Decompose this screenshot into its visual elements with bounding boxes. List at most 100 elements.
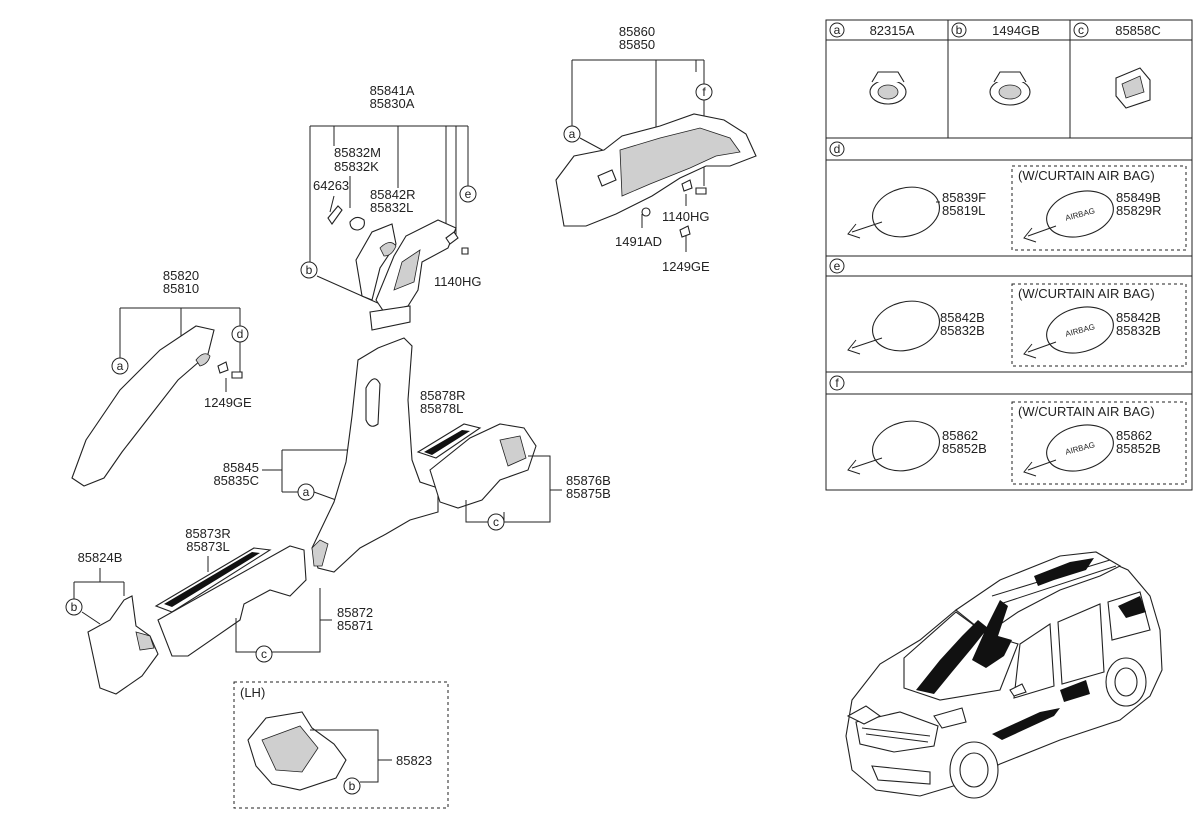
lh-label: (LH) — [240, 685, 265, 700]
front-scuff-group: 85873R 85873L 85872 85871 c — [154, 526, 373, 663]
b-pillar-upper-trim-group: 85841A 85830A 85832M 85832K 64263 85842R… — [300, 83, 481, 331]
part-number-85841A: 85841A — [370, 83, 415, 98]
leader-a-center — [313, 491, 337, 501]
arrow-f — [847, 457, 883, 475]
part-number-85878R: 85878R — [420, 388, 466, 403]
leader-lines-quarter — [571, 59, 705, 132]
legend-letter-c: c — [1078, 23, 1084, 37]
callout-circle-c-rear — [487, 513, 505, 531]
part-number-85850: 85850 — [619, 37, 655, 52]
pillar-cap-e-drawing — [872, 300, 940, 352]
part-number-85835C: 85835C — [213, 473, 259, 488]
vehicle-rear-wheel-rim — [1114, 667, 1138, 697]
highlight-a-pillar — [916, 620, 988, 694]
pillar-cap-f-drawing — [872, 420, 940, 472]
part-number-85873L: 85873L — [186, 539, 229, 554]
callout-letter-d: d — [237, 327, 244, 341]
callout-letter-e: e — [465, 187, 472, 201]
part-number-85878L: 85878L — [420, 401, 463, 416]
part-number-1249GE-quarter: 1249GE — [662, 259, 710, 274]
airbag-cap-d-drawing — [1046, 190, 1114, 238]
airbag-title-f: (W/CURTAIN AIR BAG) — [1018, 404, 1155, 419]
legend-circle-a — [829, 22, 845, 38]
cowl-side-trim-group: 85824B b — [65, 550, 159, 695]
callout-circle-b-cowl — [65, 598, 83, 616]
clip-85832m — [349, 216, 365, 231]
legend-letter-e: e — [834, 259, 841, 273]
part-number-1140HG-quarter: 1140HG — [662, 209, 709, 224]
legend-part-85849B: 85849B — [1116, 190, 1161, 205]
legend-part-85842B: 85842B — [940, 310, 985, 325]
leader-lines-small — [329, 176, 351, 213]
callout-circle-a-pillar — [111, 357, 129, 375]
clip-85858C-drawing — [1115, 67, 1151, 109]
center-pillar-lower-group: 85845 85835C a — [213, 337, 439, 573]
callout-letter-c-front: c — [261, 647, 267, 661]
screw-1140HG-upper — [445, 231, 459, 245]
callout-letter-b: b — [306, 263, 313, 277]
part-number-85830A: 85830A — [370, 96, 415, 111]
part-number-1249GE-a-pillar: 1249GE — [204, 395, 252, 410]
part-number-85842R: 85842R — [370, 187, 416, 202]
airbag-title-d: (W/CURTAIN AIR BAG) — [1018, 168, 1155, 183]
part-number-85820: 85820 — [163, 268, 199, 283]
pillar-cap-d-drawing — [872, 186, 940, 238]
vehicle-headlamp-left — [846, 705, 882, 725]
a-pillar-trim-group: 85820 85810 a d 1249GE — [71, 268, 252, 487]
rear-quarter-trim-group: 85860 85850 a f 1140HG 1491AD 1249GE — [555, 24, 757, 274]
callout-letter-a-center: a — [303, 485, 310, 499]
center-pillar-foot — [311, 539, 329, 567]
part-number-85860: 85860 — [619, 24, 655, 39]
vehicle-lower-intake — [871, 765, 931, 785]
airbag-cap-e-drawing — [1046, 306, 1114, 354]
legend-circle-d — [829, 141, 845, 157]
legend-part-82315A: 82315A — [870, 23, 915, 38]
vehicle-mirror — [1009, 683, 1027, 697]
callout-circle-b-lh — [343, 777, 361, 795]
callout-circle-c-front — [255, 645, 273, 663]
rear-scuff-group: 85878R 85878L 85876B 85875B c — [416, 388, 611, 531]
legend-letter-d: d — [834, 142, 841, 156]
vehicle-grille-lines — [861, 727, 931, 743]
front-scuff-trim — [157, 545, 307, 657]
leader-lines — [309, 125, 469, 262]
vehicle-front-side-window — [1013, 623, 1055, 699]
arrow-f-bag — [1023, 459, 1057, 477]
screw-1249GE-a-pillar — [217, 361, 229, 374]
legend-part-85862: 85862 — [942, 428, 978, 443]
part-number-85823: 85823 — [396, 753, 432, 768]
clip-1494GB-drawing — [989, 71, 1031, 106]
legend-part-85852B-bag: 85852B — [1116, 441, 1161, 456]
part-number-85810: 85810 — [163, 281, 199, 296]
callout-letter-a-quarter: a — [569, 127, 576, 141]
leader-lines-85823 — [310, 729, 392, 783]
clip-f — [695, 187, 707, 195]
rear-quarter-vent — [597, 169, 617, 187]
legend-part-85852B: 85852B — [942, 441, 987, 456]
airbag-cap-f-drawing — [1046, 424, 1114, 472]
lh-dashed-frame — [233, 681, 449, 809]
legend-part-85839F: 85839F — [942, 190, 986, 205]
part-number-85832M: 85832M — [334, 145, 381, 160]
b-pillar-upper-trim-base — [369, 305, 411, 331]
clip-64263 — [327, 205, 343, 225]
clip-e — [461, 247, 469, 255]
center-pillar-slot — [365, 378, 381, 427]
legend-circle-e — [829, 258, 845, 274]
center-pillar-lower-trim — [311, 337, 439, 573]
callout-letter-f: f — [702, 85, 706, 99]
legend-part-1494GB: 1494GB — [992, 23, 1040, 38]
highlight-rear-quarter-side — [1118, 596, 1146, 618]
cowl-side-trim-shade — [135, 631, 155, 651]
leader-lines-a-pillar — [119, 307, 241, 358]
vehicle-illustration — [845, 551, 1163, 799]
vehicle-headlamp-right — [933, 707, 967, 729]
legend-part-85862-bag: 85862 — [1116, 428, 1152, 443]
part-number-85832L: 85832L — [370, 200, 413, 215]
a-pillar-trim-detail — [195, 353, 211, 367]
cowl-lower-panel-shade — [261, 725, 319, 773]
leader-d — [225, 342, 241, 392]
part-number-1491AD: 1491AD — [615, 234, 662, 249]
legend-part-85829R: 85829R — [1116, 203, 1162, 218]
b-pillar-upper-trim-shade — [393, 249, 421, 291]
